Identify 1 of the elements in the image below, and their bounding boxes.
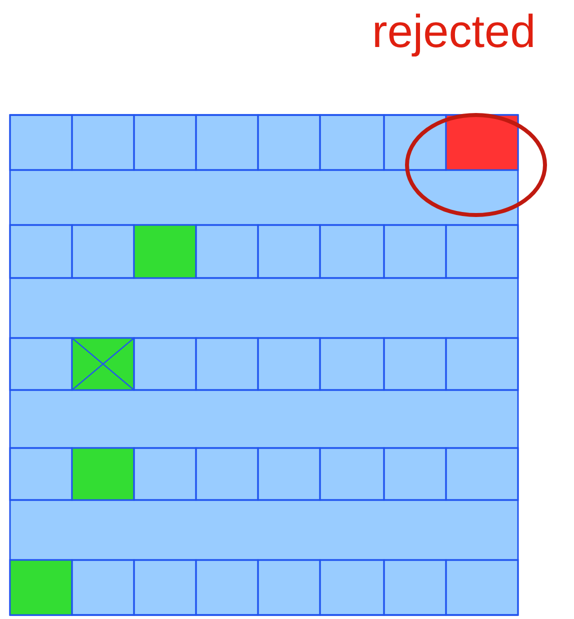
annotation-label: rejected: [372, 8, 536, 54]
